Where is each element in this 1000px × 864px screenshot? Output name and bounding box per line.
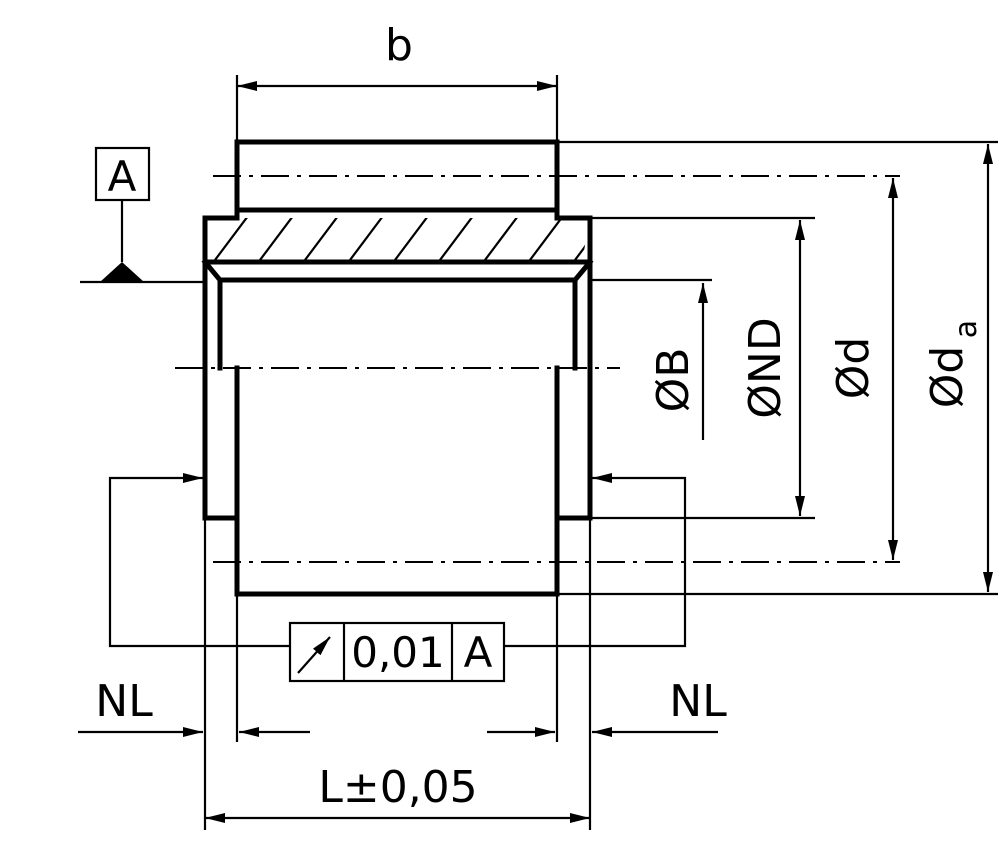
dimension-hub-diameter: ØND (740, 220, 805, 516)
label-overall-length: L±0,05 (318, 762, 477, 813)
datum-a-feature: A (80, 146, 205, 284)
label-hub-diameter: ØND (740, 317, 791, 418)
label-bore-diameter: ØB (648, 348, 699, 413)
dimension-pitch-diameter: Ød (828, 178, 898, 560)
tolerance-datum: A (464, 628, 493, 677)
dimension-nl-left: NL (78, 676, 310, 737)
dimension-bore: ØB (648, 283, 708, 440)
tolerance-frame: 0,01 A (288, 621, 506, 683)
datum-a-label: A (108, 152, 137, 201)
extension-lines (203, 75, 998, 830)
section-hatching (205, 218, 590, 262)
dimension-b: b (237, 20, 557, 91)
label-tip-diameter: Ød (922, 346, 973, 409)
label-pitch-diameter: Ød (828, 337, 879, 400)
label-nl-left: NL (95, 676, 153, 727)
runout-arrow-icon (297, 636, 331, 674)
tolerance-value: 0,01 (351, 628, 445, 677)
hub-section (234, 365, 560, 597)
runout-tolerance: 0,01 A (108, 473, 687, 683)
dimension-nl-right: NL (487, 676, 727, 737)
label-tip-diameter-subscript: a (949, 320, 984, 338)
label-b: b (385, 20, 413, 71)
gear-web-outline (202, 207, 240, 521)
dimension-tip-diameter: Ød a (922, 144, 993, 592)
dimension-overall-length: L±0,05 (205, 762, 590, 823)
label-nl-right: NL (669, 676, 727, 727)
center-lines (175, 175, 900, 563)
